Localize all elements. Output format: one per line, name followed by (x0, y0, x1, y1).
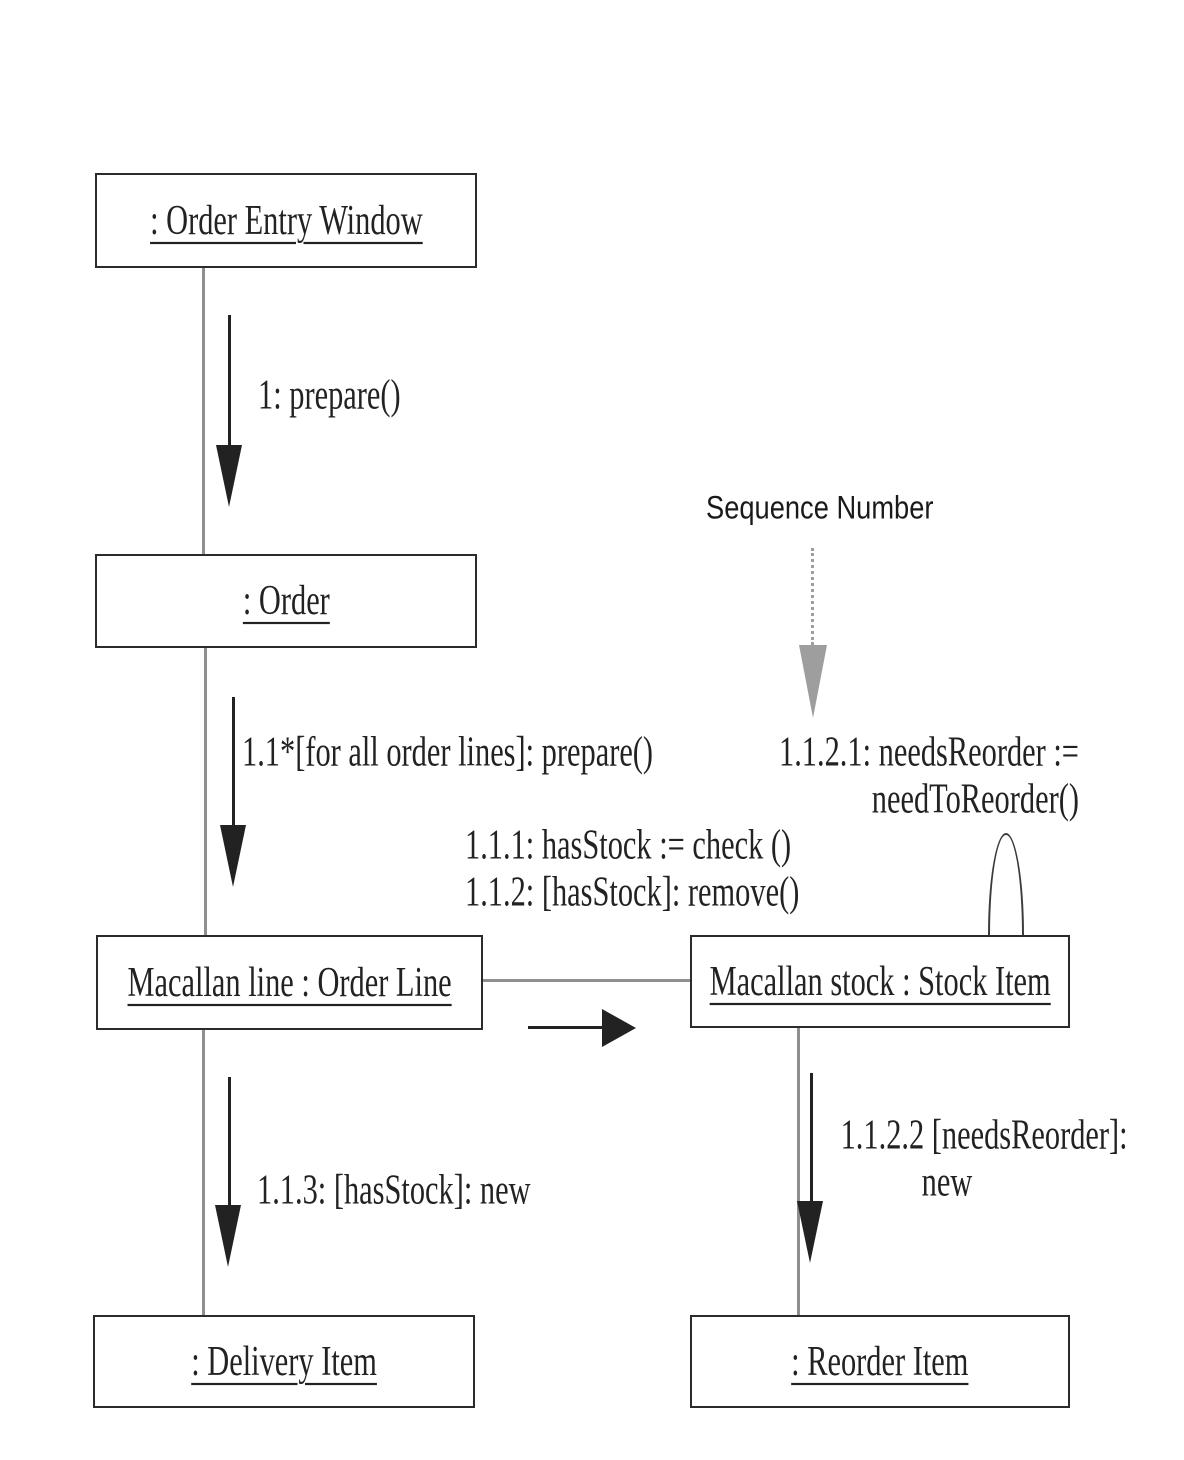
message-1-1-2-2-line (810, 1073, 813, 1203)
link-line-stockitem-reorderitem (797, 1028, 800, 1315)
message-1-1-2-1-label-line2: needToReorder() (871, 776, 1079, 823)
sequence-number-annotation: Sequence Number (706, 489, 934, 526)
message-1-1-2-2-label-line1: 1.1.2.2 [needsReorder]: (840, 1112, 1128, 1159)
link-line-entrywindow-order (202, 268, 205, 554)
object-stock-item: Macallan stock : Stock Item (690, 935, 1070, 1028)
message-1-1-2-2-arrowhead (797, 1201, 823, 1263)
message-1-1-3-label: 1.1.3: [hasStock]: new (257, 1167, 531, 1214)
message-1-1-1-arrowhead (602, 1009, 636, 1047)
message-1-1-2-2-label-line2: new (921, 1159, 973, 1206)
object-label: : Delivery Item (191, 1338, 377, 1385)
object-label: : Order (242, 577, 330, 625)
message-1-1-2-2-label: 1.1.2.2 [needsReorder]: new (840, 1112, 1128, 1207)
message-1-arrowhead (216, 445, 242, 507)
object-label: Macallan line : Order Line (127, 959, 452, 1006)
message-1-1-2-1-label: 1.1.2.1: needsReorder := needToReorder() (779, 729, 1079, 824)
object-label: Macallan stock : Stock Item (709, 958, 1051, 1005)
object-delivery-item: : Delivery Item (93, 1315, 475, 1408)
link-line-order-orderline (204, 648, 207, 935)
message-1-1-3-arrowhead (215, 1205, 241, 1267)
object-order-entry-window: : Order Entry Window (95, 173, 477, 268)
message-1-1-arrowhead (220, 825, 246, 887)
message-1-1-2-1-label-line1: 1.1.2.1: needsReorder := (779, 729, 1079, 776)
object-label: : Reorder Item (791, 1338, 969, 1385)
message-1-1-2-label: 1.1.2: [hasStock]: remove() (465, 869, 800, 916)
message-1-line (228, 315, 231, 447)
object-reorder-item: : Reorder Item (690, 1315, 1070, 1408)
message-1-1-3-line (228, 1077, 231, 1207)
message-1-1-1-and-1-1-2-labels: 1.1.1: hasStock := check () 1.1.2: [hasS… (465, 822, 799, 917)
sequence-number-arrowhead (799, 645, 827, 718)
self-call-loop (988, 833, 1024, 935)
object-order: : Order (95, 554, 477, 648)
sequence-number-arrow-line (811, 548, 814, 645)
link-line-orderline-stockitem (473, 979, 690, 982)
message-1-1-1-label: 1.1.1: hasStock := check () (465, 822, 792, 869)
message-1-1-1-line (528, 1026, 603, 1029)
message-1-1-line (232, 697, 235, 827)
object-label: : Order Entry Window (149, 197, 423, 244)
link-line-orderline-deliveryitem (202, 1030, 205, 1315)
message-1-1-label: 1.1*[for all order lines]: prepare() (242, 729, 654, 776)
message-1-label: 1: prepare() (258, 372, 401, 419)
object-order-line: Macallan line : Order Line (96, 935, 483, 1030)
